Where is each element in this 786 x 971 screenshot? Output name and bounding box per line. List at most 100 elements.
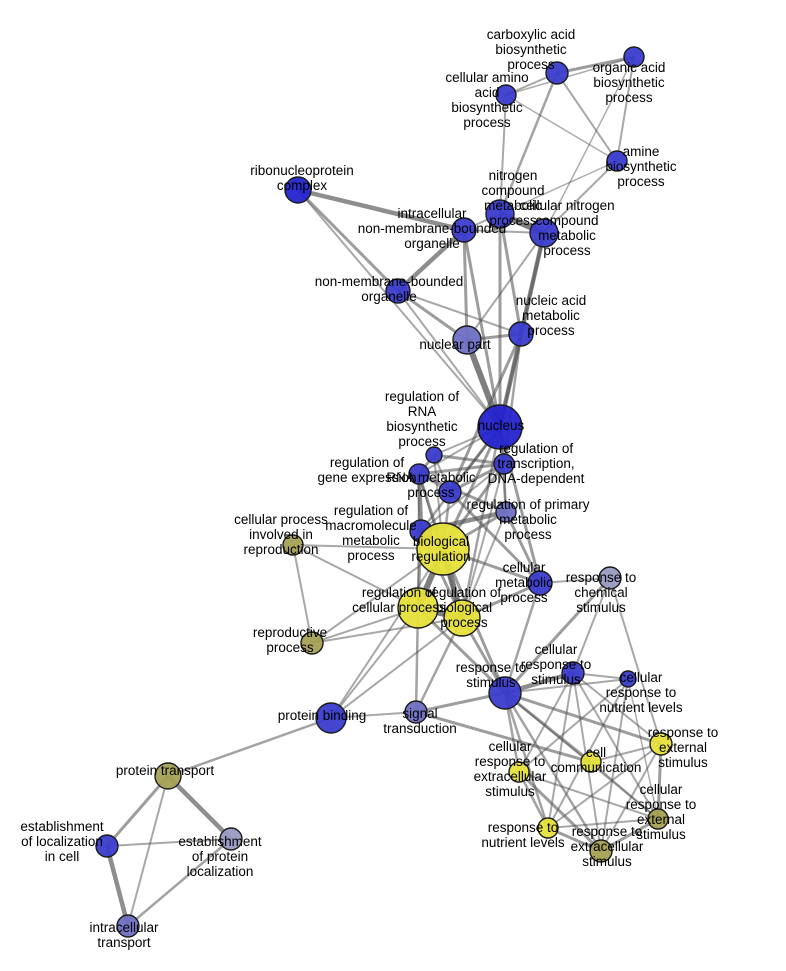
- cellular-response-to-nutrient-levels-node[interactable]: [619, 670, 637, 688]
- edge-layer: [104, 55, 663, 927]
- graph-edge: [311, 548, 444, 644]
- intracellular-non-membrane-bounded-organelle-node[interactable]: [451, 217, 477, 243]
- nucleic-acid-metabolic-process-node[interactable]: [508, 321, 534, 347]
- biological-regulation-node[interactable]: [416, 522, 470, 576]
- graph-edge: [517, 770, 603, 853]
- graph-edge: [572, 672, 662, 745]
- nucleus-node[interactable]: [477, 404, 523, 450]
- signal-transduction-node[interactable]: [404, 700, 428, 724]
- graph-edge: [505, 94, 618, 162]
- graph-edge: [104, 845, 131, 927]
- graph-edge: [397, 290, 522, 335]
- graph-edge: [127, 838, 232, 927]
- graph-edge: [396, 228, 466, 293]
- establishment-of-localization-in-cell-node[interactable]: [95, 834, 119, 858]
- response-to-stimulus-node[interactable]: [488, 676, 522, 710]
- graph-edge: [418, 472, 507, 514]
- graph-edge: [572, 672, 659, 820]
- regulation-of-rna-biosynthetic-process-node[interactable]: [425, 446, 443, 464]
- graph-edge: [292, 544, 419, 609]
- graph-edge: [311, 617, 463, 644]
- establishment-of-protein-localization-node[interactable]: [219, 827, 243, 851]
- graph-edge: [330, 548, 444, 719]
- graph-edge: [590, 761, 659, 820]
- cellular-nitrogen-compound-metabolic-process-node[interactable]: [529, 218, 559, 248]
- graph-edge: [505, 56, 635, 96]
- response-to-extracellular-stimulus-node[interactable]: [589, 839, 613, 863]
- graph-edge: [547, 743, 662, 829]
- nuclear-part-node[interactable]: [452, 325, 482, 355]
- graph-edge: [433, 453, 505, 466]
- graph-edge: [461, 463, 505, 619]
- regulation-of-biological-process-node[interactable]: [443, 599, 481, 637]
- graph-edge: [292, 544, 313, 644]
- cellular-response-to-extracellular-stimulus-node[interactable]: [508, 761, 530, 783]
- cellular-response-to-stimulus-node[interactable]: [561, 661, 585, 685]
- graph-edge: [543, 160, 618, 234]
- graph-edge: [297, 189, 501, 428]
- graph-edge: [499, 160, 618, 215]
- graph-edge: [518, 771, 659, 820]
- graph-edge: [418, 462, 505, 476]
- cellular-process-involved-in-reproduction-node[interactable]: [282, 534, 304, 556]
- graph-edge: [415, 710, 592, 764]
- graph-edge: [556, 72, 618, 162]
- graph-edge: [106, 838, 232, 847]
- graph-edge: [543, 56, 635, 234]
- cellular-response-to-external-stimulus-node[interactable]: [647, 808, 669, 830]
- ribonucleoprotein-complex-node[interactable]: [284, 176, 312, 204]
- response-to-nutrient-levels-node[interactable]: [537, 817, 559, 839]
- node-layer: [95, 46, 673, 938]
- graph-edge: [572, 577, 611, 674]
- graph-edge: [590, 743, 662, 763]
- organic-acid-biosynthetic-process-node[interactable]: [623, 46, 645, 68]
- graph-edge: [127, 775, 169, 927]
- regulation-of-transcription-dna-dependent-node[interactable]: [493, 453, 515, 475]
- regulation-of-gene-expression-node[interactable]: [408, 463, 430, 485]
- graph-edge: [397, 290, 501, 428]
- reproductive-process-node[interactable]: [300, 631, 324, 655]
- cellular-metabolic-process-node[interactable]: [527, 570, 553, 596]
- graph-edge: [616, 56, 635, 162]
- cell-communication-node[interactable]: [580, 751, 602, 773]
- graph-edge: [461, 511, 507, 619]
- graph-edge: [503, 582, 542, 694]
- nitrogen-compound-metabolic-process-node[interactable]: [485, 199, 515, 229]
- rna-metabolic-process-node[interactable]: [438, 480, 462, 504]
- amine-biosynthetic-process-node[interactable]: [606, 150, 628, 172]
- carboxylic-acid-biosynthetic-process-node[interactable]: [545, 61, 569, 85]
- intracellular-transport-node[interactable]: [116, 914, 140, 938]
- graph-edge: [296, 188, 400, 293]
- cellular-amino-acid-biosynthetic-process-node[interactable]: [495, 84, 517, 106]
- graph-edge: [330, 617, 463, 719]
- graph-edge: [166, 774, 233, 841]
- graph-edge: [609, 577, 662, 745]
- graph-edge: [656, 743, 663, 820]
- graph-edge: [330, 607, 419, 719]
- response-to-chemical-stimulus-node[interactable]: [598, 566, 622, 590]
- graph-edge: [498, 426, 542, 584]
- graph-edge: [503, 576, 612, 695]
- non-membrane-bounded-organelle-node[interactable]: [385, 278, 411, 304]
- graph-edge: [498, 213, 523, 335]
- regulation-of-primary-metabolic-process-node[interactable]: [495, 501, 517, 523]
- graph-edge: [504, 511, 542, 584]
- response-to-external-stimulus-node[interactable]: [649, 732, 673, 756]
- graph-edge: [556, 55, 635, 75]
- graph-edge: [297, 187, 465, 233]
- protein-transport-node[interactable]: [154, 762, 182, 790]
- regulation-of-cellular-process-node[interactable]: [397, 587, 439, 629]
- graph-edge: [466, 232, 545, 341]
- graph-edge: [167, 716, 332, 778]
- graph-edge: [518, 678, 629, 773]
- protein-binding-node[interactable]: [315, 702, 347, 734]
